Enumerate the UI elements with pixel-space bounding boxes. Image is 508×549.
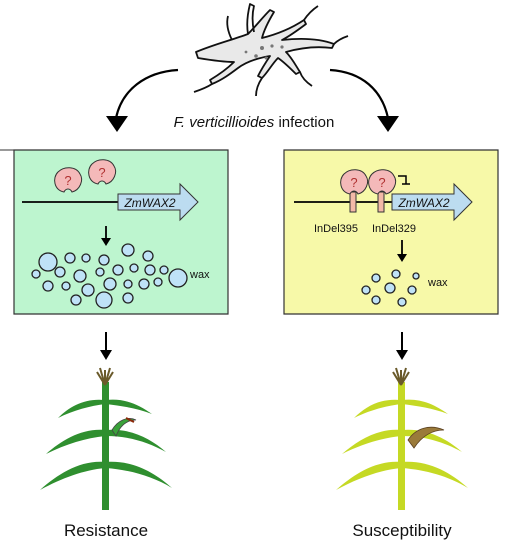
resistant-plant-illustration bbox=[40, 367, 172, 510]
susceptibility-label: Susceptibility bbox=[352, 521, 452, 540]
right-gene-arrow bbox=[391, 182, 473, 222]
left-factor-2: ? bbox=[88, 159, 117, 185]
svg-text:?: ? bbox=[98, 165, 105, 180]
right-wax-drops bbox=[361, 269, 420, 307]
susceptible-plant-illustration bbox=[336, 367, 468, 510]
left-curved-arrow bbox=[114, 68, 179, 119]
right-wax-label: wax bbox=[427, 277, 448, 289]
right-factor-2: ? bbox=[368, 169, 397, 195]
resistance-label: Resistance bbox=[64, 521, 148, 540]
left-gene-label: ZmWAX2 bbox=[123, 196, 175, 210]
right-factor-1: ? bbox=[340, 169, 369, 195]
fungus-icon bbox=[193, 3, 349, 97]
indel395-label: InDel395 bbox=[314, 223, 358, 235]
indel395-box bbox=[349, 191, 357, 213]
svg-text:?: ? bbox=[350, 175, 357, 190]
left-factor-1: ? bbox=[54, 167, 83, 193]
indel329-label: InDel329 bbox=[372, 223, 416, 235]
left-wax-label: wax bbox=[189, 269, 210, 281]
left-panel: ZmWAX2 ? ? wax bbox=[0, 149, 229, 315]
right-curved-arrow bbox=[329, 68, 390, 119]
right-panel: ZmWAX2 ? ? InDel395 InDel329 wax bbox=[283, 149, 499, 315]
repression-mark bbox=[398, 175, 407, 184]
infection-label: F. verticillioides infection bbox=[174, 114, 335, 131]
svg-text:?: ? bbox=[378, 175, 385, 190]
svg-text:?: ? bbox=[64, 173, 71, 188]
indel329-box bbox=[377, 191, 385, 213]
left-gene-arrow bbox=[117, 182, 199, 222]
left-wax-drops bbox=[31, 243, 188, 309]
right-gene-label: ZmWAX2 bbox=[397, 196, 449, 210]
